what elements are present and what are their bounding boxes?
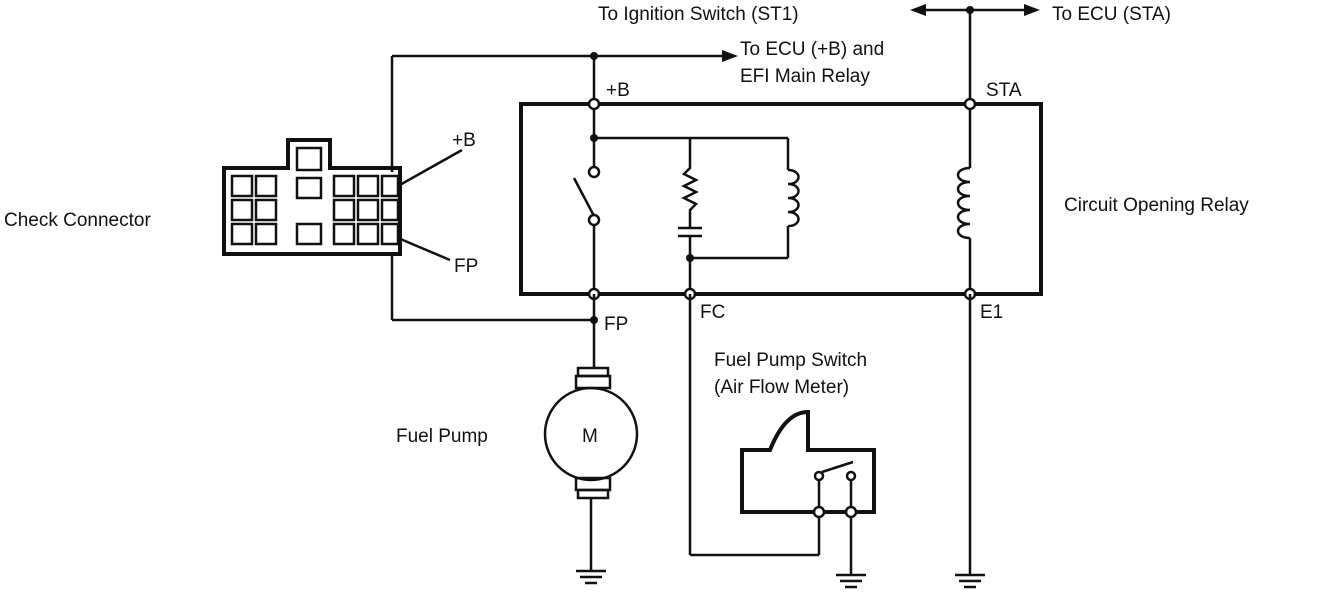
sta-feed-wire	[910, 4, 1040, 104]
label-cc-fp: FP	[454, 256, 478, 277]
label-motor: M	[582, 426, 598, 447]
label-term-fc: FC	[700, 302, 725, 323]
e1-ground-wire	[955, 294, 985, 589]
label-term-e1: E1	[980, 302, 1003, 323]
circuit-opening-relay	[519, 97, 1043, 301]
label-term-sta: STA	[986, 80, 1022, 101]
label-fuel-pump-switch-2: (Air Flow Meter)	[714, 377, 849, 398]
label-term-b: +B	[606, 80, 630, 101]
b-feed-wire	[390, 50, 738, 172]
fc-wire	[688, 294, 821, 557]
fuel-pump-motor	[543, 366, 639, 585]
label-fuel-pump: Fuel Pump	[396, 426, 488, 447]
label-to-ecu-sta: To ECU (STA)	[1052, 4, 1171, 25]
label-check-connector: Check Connector	[4, 210, 151, 231]
label-cc-b: +B	[452, 130, 476, 151]
label-circuit-opening-relay: Circuit Opening Relay	[1064, 195, 1249, 216]
fuel-pump-switch	[740, 409, 876, 589]
label-fuel-pump-switch-1: Fuel Pump Switch	[714, 350, 867, 371]
fp-wire	[390, 254, 598, 368]
label-to-ecu-b-2: EFI Main Relay	[740, 66, 870, 87]
label-to-ecu-b-1: To ECU (+B) and	[740, 39, 884, 60]
label-to-ignition: To Ignition Switch (ST1)	[598, 4, 799, 25]
label-term-fp: FP	[604, 314, 628, 335]
check-connector	[222, 138, 463, 262]
